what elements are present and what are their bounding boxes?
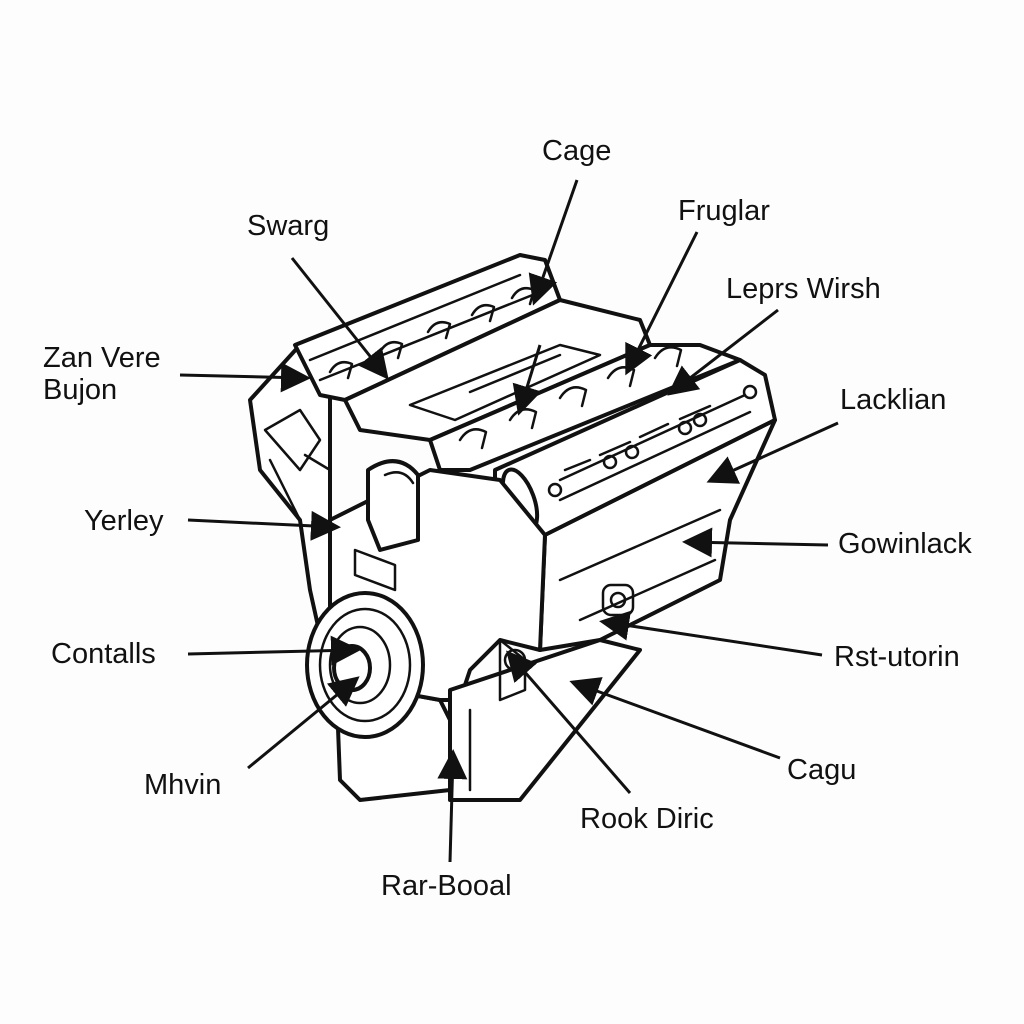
leader-cage-inner: [512, 344, 542, 416]
label-yerley: Yerley: [84, 505, 164, 537]
leader-lepers-wirsh: [667, 308, 779, 396]
leader-lacklian: [706, 421, 839, 484]
leader-fruglar: [625, 231, 699, 376]
leader-zan-vere: [179, 362, 311, 393]
label-gowinlack: Gowinlack: [838, 528, 972, 560]
label-mhvin: Mhvin: [144, 769, 222, 801]
label-contalls: Contalls: [51, 638, 156, 670]
label-fruglar: Fruglar: [678, 195, 770, 227]
label-swarg: Swarg: [247, 210, 330, 242]
leader-contalls: [187, 635, 361, 666]
label-lepers-wirsh: Leprs Wirsh: [726, 273, 881, 305]
leader-yerley: [187, 510, 341, 541]
leader-rar-booal: [437, 749, 468, 863]
label-lacklian: Lacklian: [840, 384, 947, 416]
label-zan-vere-line2: Bujon: [43, 374, 118, 406]
leader-cagu: [569, 677, 781, 760]
label-rst-utorin: Rst-utorin: [834, 641, 960, 673]
label-zan-vere-line1: Zan Vere: [43, 342, 161, 374]
label-rook-diric: Rook Diric: [580, 803, 714, 835]
leader-cage-top: [528, 179, 579, 306]
leader-rook-diric: [506, 650, 632, 794]
leader-mhvin: [247, 676, 360, 770]
leader-lines: [179, 179, 839, 863]
label-cagu: Cagu: [787, 754, 857, 786]
leader-rst-utorin: [599, 610, 823, 657]
label-rar-booal: Rar-Booal: [381, 870, 512, 902]
label-cage-top: Cage: [542, 135, 612, 167]
leader-swarg: [290, 257, 389, 380]
leader-gowinlack: [682, 527, 829, 558]
